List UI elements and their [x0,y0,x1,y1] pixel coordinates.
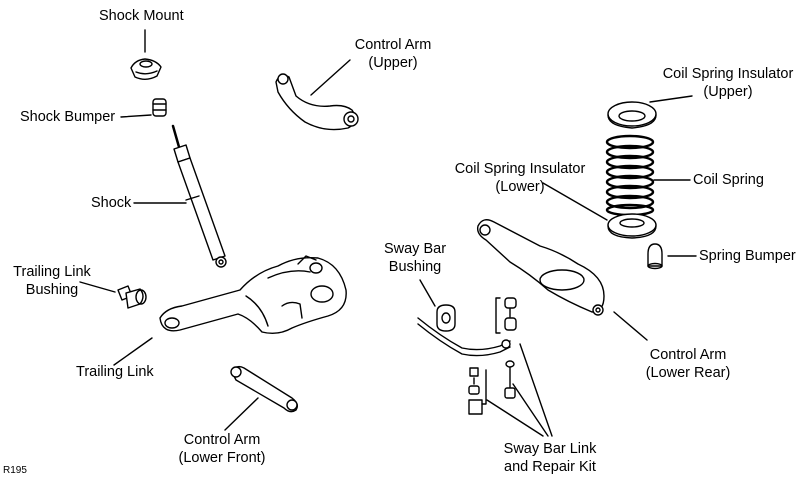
shock-mount-part [130,58,162,80]
label-shock: Shock [91,195,132,211]
label-control-arm-upper: Control Arm (Upper) [350,36,436,72]
label-spring-bumper: Spring Bumper [699,248,796,264]
leader-sway-bar-bushing [419,279,436,307]
label-shock-bumper: Shock Bumper [20,109,116,125]
label-sway-bar-bushing: Sway Bar Bushing [380,240,450,276]
label-sway-bar-bushing-line1: Sway Bar [383,241,447,257]
trailing-link-part [159,255,347,335]
label-coil-spring-insulator-upper: Coil Spring Insulator (Upper) [655,65,801,101]
spring-bumper-part [647,243,663,270]
leader-trailing-link [113,337,153,366]
leader-trailing-link-bushing [79,281,116,293]
label-trailing-link-bushing-line2: Bushing [25,282,79,298]
figure-reference: R195 [3,465,27,476]
leader-shock-bumper [120,114,152,118]
label-trailing-link: Trailing Link [76,364,154,380]
coil-spring-insulator-upper-part [607,101,657,129]
leader-sway-bar-link-1 [519,343,553,437]
coil-spring-part [605,134,655,217]
label-shock-mount: Shock Mount [99,8,184,24]
shock-bumper-part [152,98,167,117]
control-arm-upper-part [275,73,359,131]
label-control-arm-lower-rear-line2: (Lower Rear) [645,365,731,381]
label-control-arm-upper-line1: Control Arm [354,37,432,53]
label-coil-spring-insulator-lower: Coil Spring Insulator (Lower) [447,160,593,196]
label-control-arm-lower-front-line2: (Lower Front) [178,450,266,466]
label-control-arm-lower-rear: Control Arm (Lower Rear) [640,346,736,382]
label-control-arm-upper-line2: (Upper) [368,55,418,71]
label-control-arm-lower-rear-line1: Control Arm [649,347,727,363]
sway-bar-link-part [468,297,517,415]
label-control-arm-lower-front: Control Arm (Lower Front) [172,431,272,467]
trailing-link-bushing-part [117,285,147,309]
leader-coil-spring-insulator-upper [649,95,693,103]
shock-part [171,124,227,268]
label-sway-bar-bushing-line2: Bushing [388,259,442,275]
sway-bar-bushing-part [436,304,456,332]
leader-control-arm-upper [310,59,351,96]
coil-spring-insulator-lower-part [607,213,657,239]
leader-sway-bar-link-2 [512,383,549,437]
label-sway-bar-link-line2: and Repair Kit [504,459,596,475]
control-arm-lower-front-part [230,365,299,413]
label-coil-spring-insulator-upper-line2: (Upper) [703,84,753,100]
sway-bar-part [417,317,511,357]
label-trailing-link-bushing: Trailing Link Bushing [4,263,100,299]
label-coil-spring: Coil Spring [693,172,764,188]
label-sway-bar-link-line1: Sway Bar Link [503,441,597,457]
label-control-arm-lower-front-line1: Control Arm [183,432,261,448]
leader-coil-spring-insulator-lower [542,182,608,221]
label-coil-spring-insulator-lower-line1: Coil Spring Insulator [454,161,586,177]
label-trailing-link-bushing-line1: Trailing Link [13,264,91,280]
label-sway-bar-link: Sway Bar Link and Repair Kit [495,440,605,476]
leader-control-arm-lower-front [224,397,259,431]
label-coil-spring-insulator-lower-line2: (Lower) [495,179,545,195]
label-coil-spring-insulator-upper-line1: Coil Spring Insulator [662,66,794,82]
leader-sway-bar-link-3 [486,399,544,437]
leader-control-arm-lower-rear [613,311,648,341]
control-arm-lower-rear-part [476,219,605,316]
